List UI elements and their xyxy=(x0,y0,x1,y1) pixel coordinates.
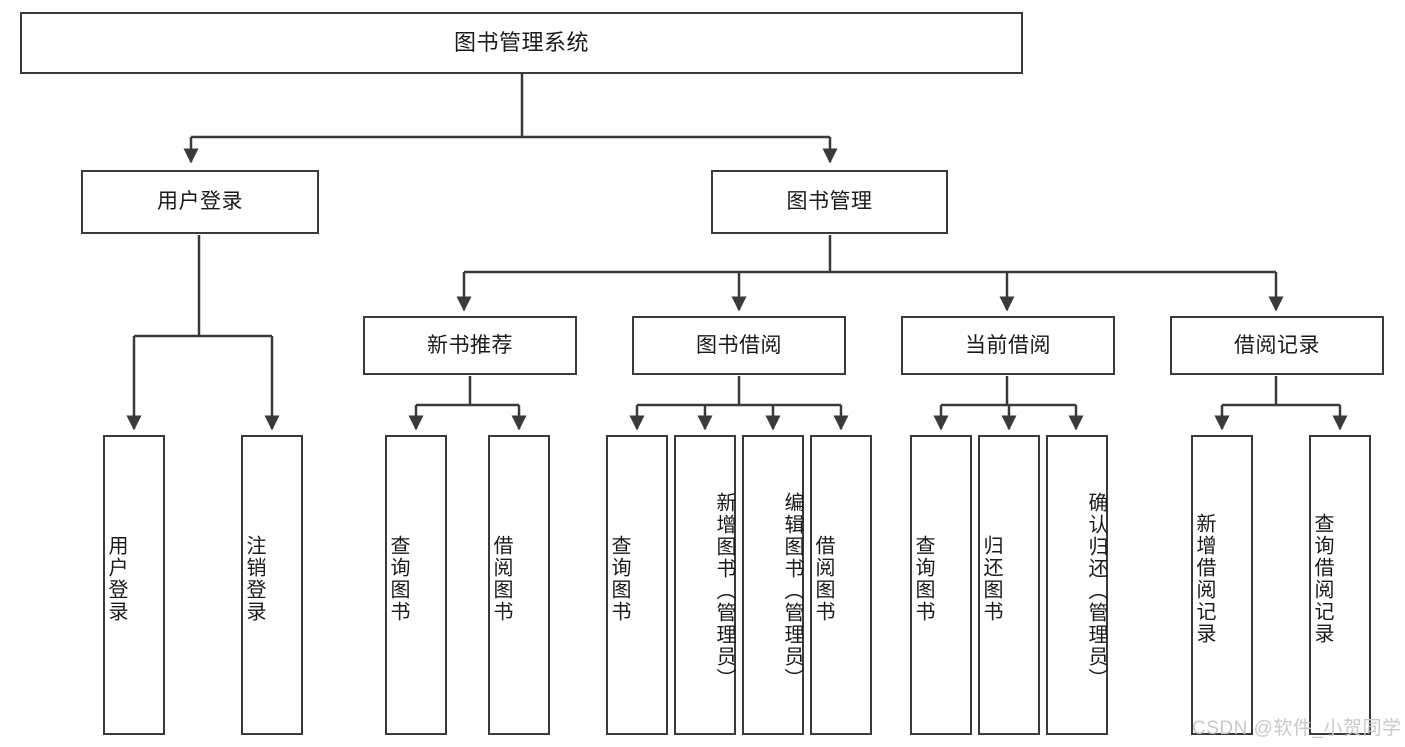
watermark: CSDN @软件_小贺同学 xyxy=(1192,718,1402,739)
root-connectors xyxy=(183,74,838,164)
node-new-book-recommend[interactable]: 新书推荐 xyxy=(363,316,577,375)
user-login-connectors xyxy=(126,235,280,431)
node-leaf-edit-book[interactable]: 编辑图书（管理员） xyxy=(742,435,804,735)
node-leaf-query-book-1[interactable]: 查询图书 xyxy=(385,435,447,735)
node-leaf-return-book[interactable]: 归还图书 xyxy=(978,435,1040,735)
borrow-record-connectors xyxy=(1214,376,1348,431)
node-leaf-user-login[interactable]: 用户登录 xyxy=(103,435,165,735)
current-borrow-connectors xyxy=(933,376,1084,431)
node-user-login[interactable]: 用户登录 xyxy=(81,170,319,234)
node-leaf-query-book-2[interactable]: 查询图书 xyxy=(606,435,668,735)
node-root[interactable]: 图书管理系统 xyxy=(20,12,1023,74)
node-leaf-logout-login[interactable]: 注销登录 xyxy=(241,435,303,735)
node-leaf-add-book[interactable]: 新增图书（管理员） xyxy=(674,435,736,735)
node-leaf-add-record[interactable]: 新增借阅记录 xyxy=(1191,435,1253,735)
node-leaf-borrow-book-1[interactable]: 借阅图书 xyxy=(488,435,550,735)
node-borrow-record[interactable]: 借阅记录 xyxy=(1170,316,1384,375)
book-management-connectors xyxy=(456,235,1284,312)
node-leaf-confirm-return[interactable]: 确认归还（管理员） xyxy=(1046,435,1108,735)
node-leaf-borrow-book-2[interactable]: 借阅图书 xyxy=(810,435,872,735)
new-book-recommend-connectors xyxy=(408,376,527,431)
node-book-management[interactable]: 图书管理 xyxy=(711,170,948,234)
node-current-borrow[interactable]: 当前借阅 xyxy=(901,316,1115,375)
book-borrow-connectors xyxy=(629,376,849,431)
node-book-borrow[interactable]: 图书借阅 xyxy=(632,316,846,375)
node-leaf-query-record[interactable]: 查询借阅记录 xyxy=(1309,435,1371,735)
node-leaf-query-book-3[interactable]: 查询图书 xyxy=(910,435,972,735)
